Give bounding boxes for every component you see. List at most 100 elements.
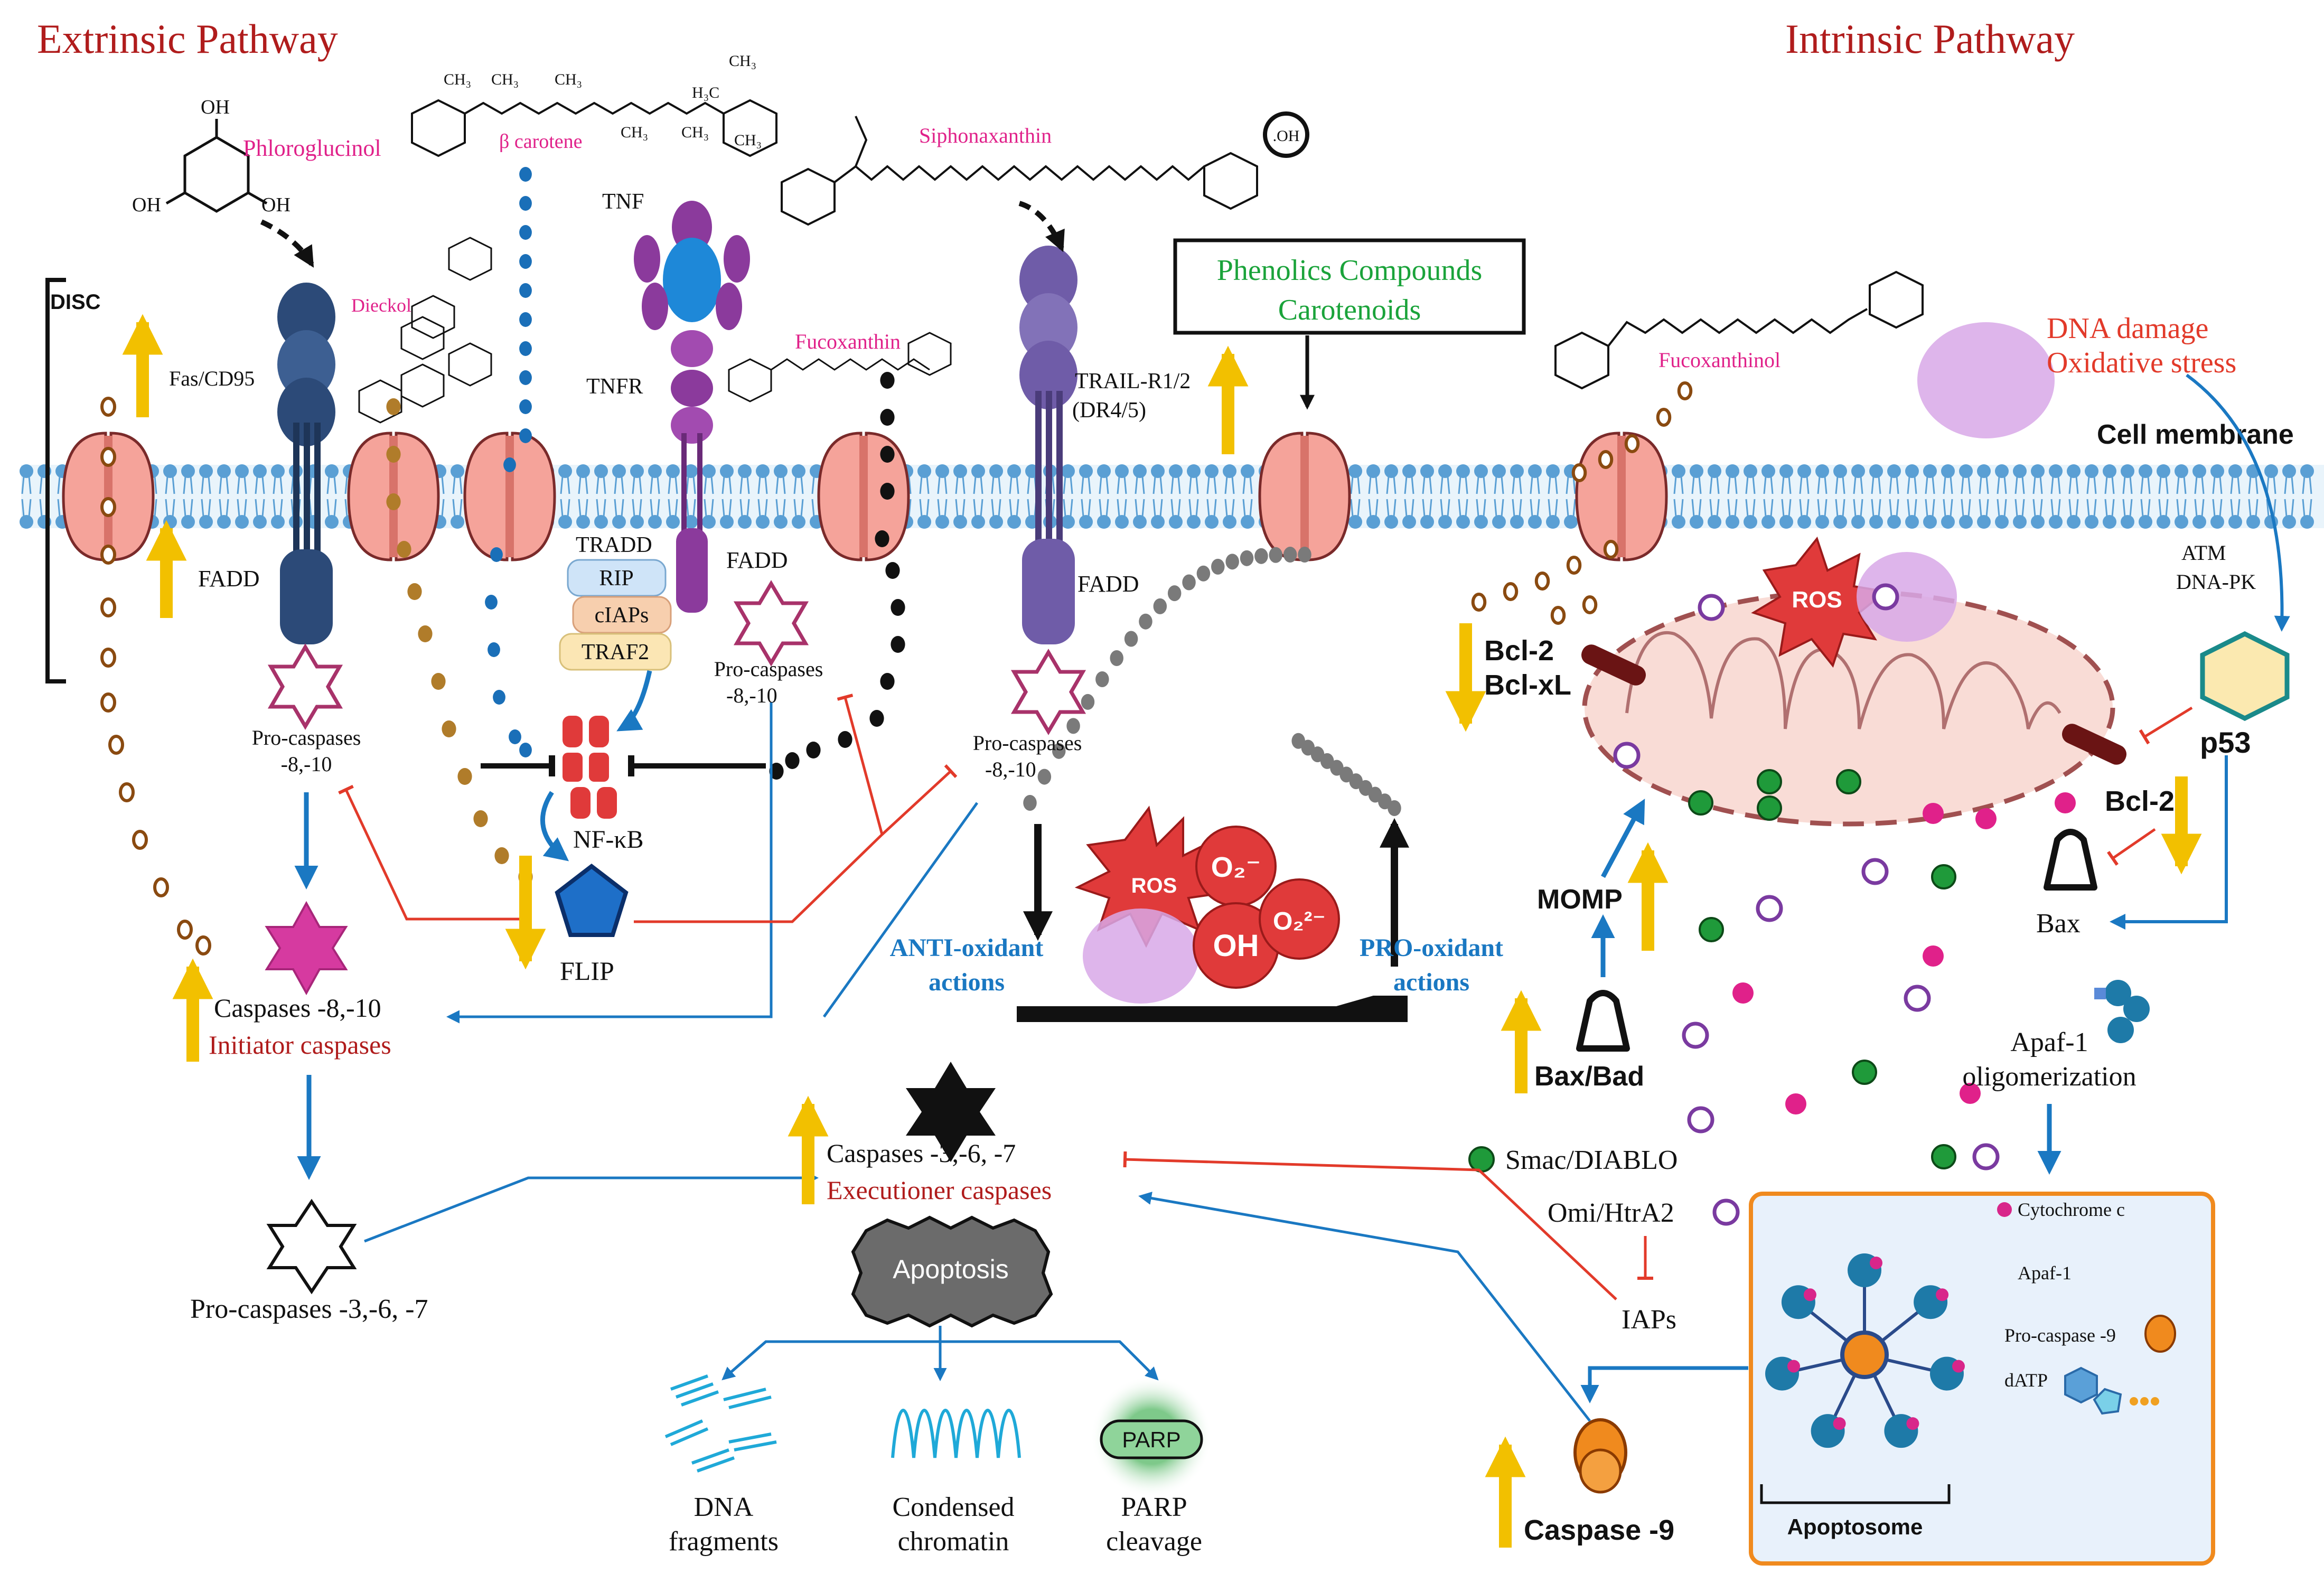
lipid-head — [1492, 464, 1506, 478]
lipid-tail — [596, 499, 606, 517]
channel-half — [109, 432, 155, 561]
lipid-tail — [2104, 476, 2115, 494]
lipid-head — [1977, 464, 1991, 478]
anti-oxidant-2: actions — [929, 968, 1005, 996]
omi-htra2-dot — [1687, 1106, 1714, 1134]
channel-half — [463, 432, 509, 561]
membrane-channels — [62, 432, 1668, 561]
lipid-tail — [1997, 499, 2007, 517]
lipid-tail — [1206, 499, 1217, 517]
lipid-head — [2067, 515, 2081, 529]
dieckol-dot — [431, 673, 446, 690]
lipid-head — [1726, 464, 1739, 478]
lipid-head — [774, 515, 788, 529]
lipid-tail — [1009, 476, 1019, 494]
phenolics-line1: Phenolics Compounds — [1217, 254, 1482, 287]
phenolics-dot — [1388, 800, 1401, 816]
traf-to-nfkb-arrow — [616, 670, 652, 732]
lipid-head — [738, 515, 752, 529]
omi-htra2-dot — [1861, 858, 1889, 885]
beta-carotene-dot — [485, 595, 498, 610]
phloroglucinol-label: Phloroglucinol — [243, 135, 381, 161]
lipid-tail — [2230, 499, 2241, 517]
lipid-head — [253, 464, 267, 478]
fucoxanthinol-label: Fucoxanthinol — [1658, 348, 1781, 372]
omi-htra2-dot — [1682, 1022, 1709, 1049]
lipid-head — [630, 515, 644, 529]
fucoxanthin-dot — [880, 409, 895, 426]
brown-dot — [100, 648, 116, 668]
cytochrome-dot — [1732, 982, 1754, 1004]
lipid-tail — [1745, 499, 1756, 517]
lipid-head — [1492, 515, 1506, 529]
dieckol-dot — [442, 720, 456, 737]
channel-half — [1258, 432, 1304, 561]
lipid-head — [917, 515, 931, 529]
lipid-tail — [2122, 476, 2133, 494]
lipid-head — [2031, 464, 2045, 478]
lipid-head — [2157, 515, 2170, 529]
lipid-head — [2192, 464, 2206, 478]
disc-label: DISC — [50, 291, 101, 314]
lipid-tail — [219, 476, 229, 494]
lipid-head — [2031, 515, 2045, 529]
lipid-head — [1869, 515, 1883, 529]
lipid-head — [1456, 515, 1470, 529]
lipid-tail — [1889, 499, 1899, 517]
fucoxanthin-dot — [869, 710, 884, 727]
lipid-head — [1779, 515, 1793, 529]
lipid-head — [684, 515, 698, 529]
lipid-head — [2175, 515, 2188, 529]
lipid-tail — [1494, 476, 1504, 494]
lipid-head — [1959, 515, 1973, 529]
lipid-tail — [2014, 499, 2025, 517]
lipid-tail — [201, 476, 211, 494]
lipid-tail — [1907, 476, 1917, 494]
procasp-367-label: Pro-caspases -3,-6, -7 — [190, 1294, 428, 1324]
lipid-head — [2085, 464, 2098, 478]
phenolics-dot — [1066, 718, 1080, 734]
lipid-tail — [1350, 476, 1361, 494]
lipid-head — [1797, 515, 1811, 529]
phloro-oh-right: OH — [261, 194, 290, 216]
lipid-head — [1528, 515, 1542, 529]
p53-hexagon — [2200, 631, 2290, 722]
h3c-1: H₃C — [692, 84, 719, 101]
lipid-head — [181, 464, 195, 478]
lipid-head — [756, 464, 770, 478]
cytochrome-dot — [1923, 945, 1944, 967]
lipid-head — [451, 515, 464, 529]
lipid-tail — [1763, 499, 1774, 517]
lipid-tail — [1889, 476, 1899, 494]
apoptosome-wheel — [1765, 1253, 1965, 1448]
lipid-tail — [775, 476, 786, 494]
phenolics-dot — [1254, 548, 1268, 564]
lipid-head — [1761, 464, 1775, 478]
ciaps-box — [572, 596, 672, 634]
lipid-tail — [1188, 499, 1199, 517]
cytochrome-dot — [1785, 1093, 1806, 1114]
membrane-channel — [1258, 432, 1351, 561]
dieckol-dot — [386, 493, 401, 510]
phenolics-dot — [1153, 598, 1167, 614]
lipid-head — [2103, 515, 2116, 529]
lipid-head — [720, 515, 734, 529]
lipid-tail — [1673, 499, 1684, 517]
smac-diablo-dot — [1931, 1144, 1956, 1169]
lipid-head — [558, 515, 572, 529]
dieckol-structure — [358, 237, 492, 424]
fucoxanthin-dot — [891, 599, 905, 616]
ros-mito-label: ROS — [1792, 587, 1842, 613]
lipid-tail — [1925, 476, 1935, 494]
lipid-head — [2246, 515, 2260, 529]
fucoxanthin-dot — [785, 752, 800, 769]
apoptosome-to-casp9-arrow — [1580, 1366, 1748, 1403]
lipid-tail — [1188, 476, 1199, 494]
lipid-head — [1115, 515, 1129, 529]
trail-label-2: (DR4/5) — [1072, 398, 1146, 423]
cytochrome-unit — [1936, 1288, 1949, 1301]
extrinsic-title: Extrinsic Pathway — [37, 16, 338, 62]
phenolics-dot — [1298, 547, 1311, 563]
procasp-right-2: -8,-10 — [985, 757, 1036, 781]
